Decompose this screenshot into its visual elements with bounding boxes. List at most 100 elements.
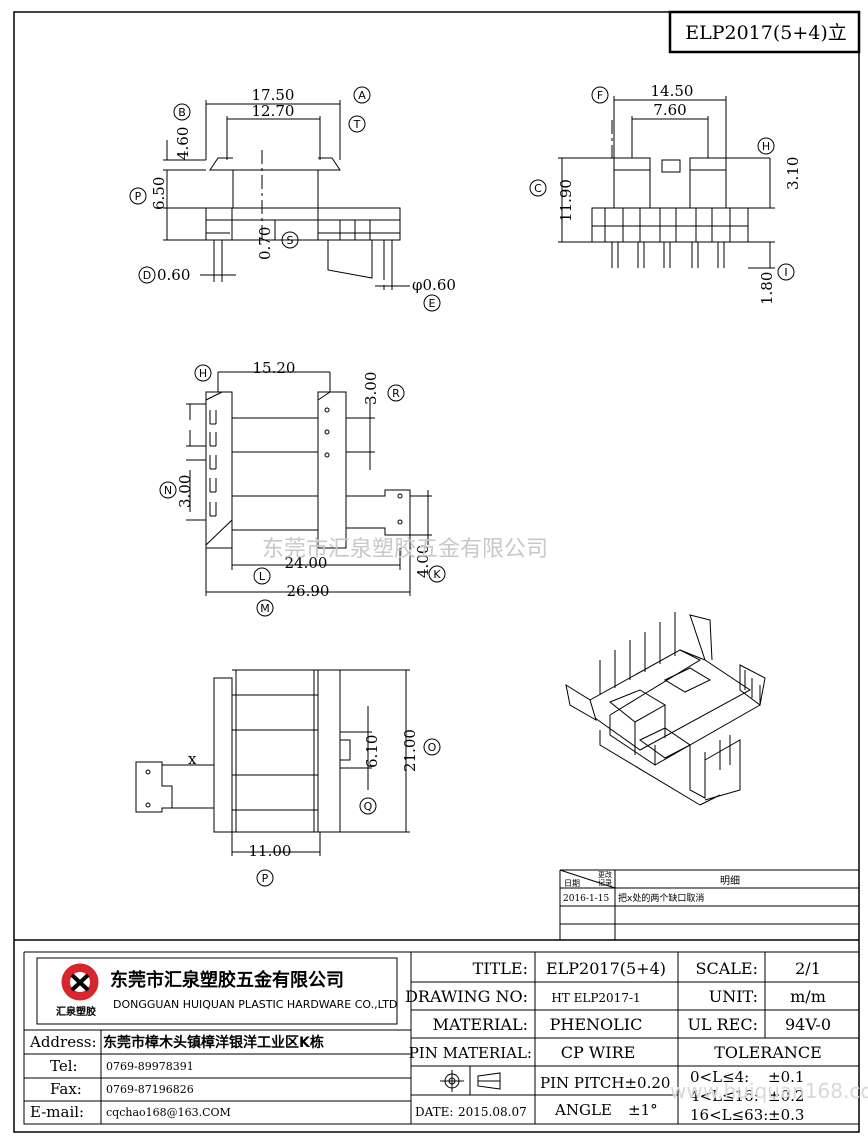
rev-row-date: 2016-1-15 [563,894,609,904]
callout-l: L [259,570,266,583]
bottom-view [135,669,410,856]
drawing-label: DRAWING NO: [405,987,528,1006]
callout-q: Q [364,800,373,813]
callout-letters: A B T P S D E F C H I R H N L M K O Q P [135,89,788,885]
tol1-range: 0<L≤4: [690,1068,749,1086]
dim-side-w2: 7.60 [653,101,686,119]
revision-table [559,869,859,941]
address: 东莞市樟木头镇樟洋银洋工业区K栋 [103,1034,324,1051]
callout-r: R [392,387,400,400]
front-view [186,371,432,596]
tol2-range: 4<L≤16: [690,1087,759,1105]
dim-top-h1: 4.60 [174,127,192,160]
dim-top-pin: 0.60 [157,266,190,284]
callout-h-mid: H [199,367,207,380]
dim-bot-x: x [188,750,197,768]
drawing-value: HT ELP2017-1 [551,991,640,1005]
callout-i: I [784,266,787,279]
tol1-value: ±0.1 [768,1068,804,1086]
dim-top-gap: 0.70 [256,227,274,260]
tolerance-label: TOLERANCE [714,1043,822,1062]
angle-label: ANGLE [554,1101,612,1119]
callout-p-bot: P [262,872,269,885]
top-view [163,100,410,290]
pin-material-value: CP WIRE [561,1043,636,1062]
part-title: ELP2017(5+4)立 [685,22,847,44]
dim-mid-w: 15.20 [253,359,296,377]
email: cqchao168@163.COM [106,1106,231,1119]
email-label: E-mail: [30,1103,84,1121]
projection-symbol [440,1070,501,1092]
rev-header-a: 日期 [564,879,580,888]
callout-f: F [597,89,603,102]
callout-e: E [429,297,436,310]
dim-top-w2: 12.70 [252,102,295,120]
company-name-en: DONGGUAN HUIQUAN PLASTIC HARDWARE CO.,LT… [113,998,397,1011]
title-block [14,939,859,1125]
tel-label: Tel: [50,1057,78,1075]
date-label: DATE: [415,1105,453,1119]
callout-a: A [358,89,366,102]
material-label: MATERIAL: [433,1015,528,1034]
watermark-url: www.huiquan168.com [670,1079,868,1103]
dim-side-w1: 14.50 [651,82,694,100]
part-title-box [668,10,861,54]
dim-side-h2: 3.10 [784,157,802,190]
sheet-border [13,11,860,1133]
dim-top-h2: 6.50 [150,177,168,210]
angle-value: ±1° [628,1101,658,1119]
callout-p-top: P [135,190,142,203]
dim-mid-w3: 26.90 [287,582,330,600]
dim-bot-w: 11.00 [249,842,292,860]
pin-material-label: PIN MATERIAL: [409,1044,532,1062]
watermark: 东莞市汇泉塑胶五金有限公司 [262,537,548,562]
dim-mid-w2: 24.00 [285,554,328,572]
rev-row-detail: 把x处的两个缺口取消 [618,892,704,904]
dim-top-w1: 17.50 [252,86,295,104]
callout-c: C [534,182,542,195]
callout-o: O [428,741,437,754]
unit-label: UNIT: [709,987,758,1006]
rev-header-c: 记录 [598,879,612,887]
material-value: PHENOLIC [550,1015,643,1034]
logo-cn: 汇泉塑胶 [56,1005,96,1018]
title-value: ELP2017(5+4) [546,959,666,978]
pin-pitch: PIN PITCH±0.20 [540,1074,670,1092]
rev-header-b: 更改 [598,870,612,879]
callout-m: M [260,602,270,615]
callout-s: S [287,234,294,247]
date-value: 2015.08.07 [458,1105,527,1119]
dim-mid-slot: 3.00 [362,372,380,405]
tol2-value: ±0.2 [768,1087,804,1105]
isometric-view [565,612,766,806]
tel: 0769-89978391 [106,1060,194,1073]
rev-header-detail: 明细 [720,874,740,887]
callout-k: K [433,568,441,581]
dim-top-pin-dia: φ0.60 [412,276,456,294]
callout-t: T [353,118,361,131]
fax: 0769-87196826 [106,1083,194,1096]
title-label: TITLE: [473,959,528,978]
callout-h-side: H [762,140,770,153]
company-name-cn: 东莞市汇泉塑胶五金有限公司 [110,969,344,991]
fax-label: Fax: [50,1080,82,1098]
callouts [129,86,795,887]
address-label: Address: [29,1033,97,1051]
scale-value: 2/1 [795,959,821,978]
dim-bot-h: 21.00 [401,729,419,772]
ul-value: 94V-0 [785,1015,831,1034]
callout-d: D [143,269,151,282]
dim-side-h: 11.90 [557,179,575,222]
scale-label: SCALE: [696,959,758,978]
ul-label: UL REC: [687,1015,758,1034]
company-logo [61,963,99,1001]
unit-value: m/m [790,987,826,1006]
dim-mid-slot2: 3.00 [176,475,194,508]
dim-side-h3: 1.80 [758,272,776,305]
callout-n: N [164,484,172,497]
dim-bot-p: 6.10 [363,735,381,768]
tol3-value: ±0.3 [768,1106,804,1124]
side-view [558,96,775,269]
dim-mid-k: 4.00 [414,545,432,578]
callout-b: B [178,106,186,119]
